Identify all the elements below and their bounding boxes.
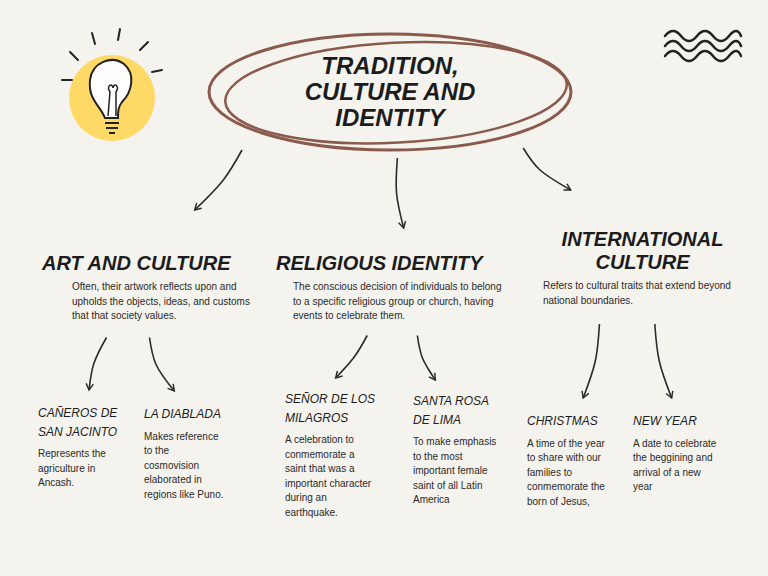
- connector-arrow: [417, 336, 435, 381]
- node-description: To make emphasis to the most important f…: [413, 435, 499, 508]
- item-box: NEW YEAR A date to celebrate the begginin…: [633, 412, 719, 495]
- category-box: INTERNATIONAL CULTURE Refers to cultural …: [540, 228, 745, 308]
- node-description: Often, their artwork reflects upon and u…: [42, 280, 257, 324]
- node-description: Makes reference to the cosmovision elabo…: [144, 430, 226, 503]
- connector-arrow: [655, 324, 672, 398]
- node-heading: LA DIABLADA: [144, 405, 226, 424]
- node-description: The conscious decision of individuals to…: [276, 280, 504, 324]
- item-box: SANTA ROSA DE LIMA To make emphasis to th…: [413, 392, 499, 508]
- node-heading: SEÑOR DE LOS MILAGROS: [285, 390, 377, 427]
- item-box: LA DIABLADA Makes reference to the cosmov…: [144, 405, 226, 502]
- connector-arrow: [195, 150, 242, 210]
- category-box: ART AND CULTURE Often, their artwork refl…: [42, 252, 257, 324]
- connector-arrow: [583, 324, 599, 398]
- node-description: A time of the year to share with our fam…: [527, 437, 605, 510]
- node-description: A celebration to conmemorate a saint tha…: [285, 433, 377, 520]
- node-heading: RELIGIOUS IDENTITY: [276, 252, 504, 275]
- connector-arrow: [396, 158, 403, 228]
- category-box: RELIGIOUS IDENTITY The conscious decision…: [276, 252, 504, 324]
- node-heading: INTERNATIONAL CULTURE: [540, 228, 745, 274]
- node-heading: TRADITION, CULTURE AND IDENTITY: [295, 53, 485, 131]
- title-oval: TRADITION, CULTURE AND IDENTITY: [205, 28, 575, 156]
- item-box: CAÑEROS DE SAN JACINTO Represents the agr…: [38, 404, 126, 491]
- node-heading: NEW YEAR: [633, 412, 719, 431]
- squiggle-lines: [665, 31, 741, 61]
- node-heading: ART AND CULTURE: [42, 252, 257, 275]
- connector-arrow: [150, 338, 175, 392]
- item-box: CHRISTMAS A time of the year to share wit…: [527, 412, 605, 509]
- connector-arrow: [89, 338, 106, 391]
- node-description: A date to celebrate the beggining and ar…: [633, 437, 719, 495]
- node-description: Refers to cultural traits that extend be…: [540, 279, 745, 308]
- node-heading: SANTA ROSA DE LIMA: [413, 392, 499, 429]
- node-description: Represents the agriculture in Ancash.: [38, 447, 126, 491]
- connector-arrow: [523, 148, 571, 190]
- lightbulb-icon: [62, 29, 162, 141]
- item-box: SEÑOR DE LOS MILAGROS A celebration to co…: [285, 390, 377, 520]
- connector-arrow: [336, 336, 368, 379]
- node-heading: CAÑEROS DE SAN JACINTO: [38, 404, 126, 441]
- oval-stroke: [223, 34, 570, 152]
- node-heading: CHRISTMAS: [527, 412, 605, 431]
